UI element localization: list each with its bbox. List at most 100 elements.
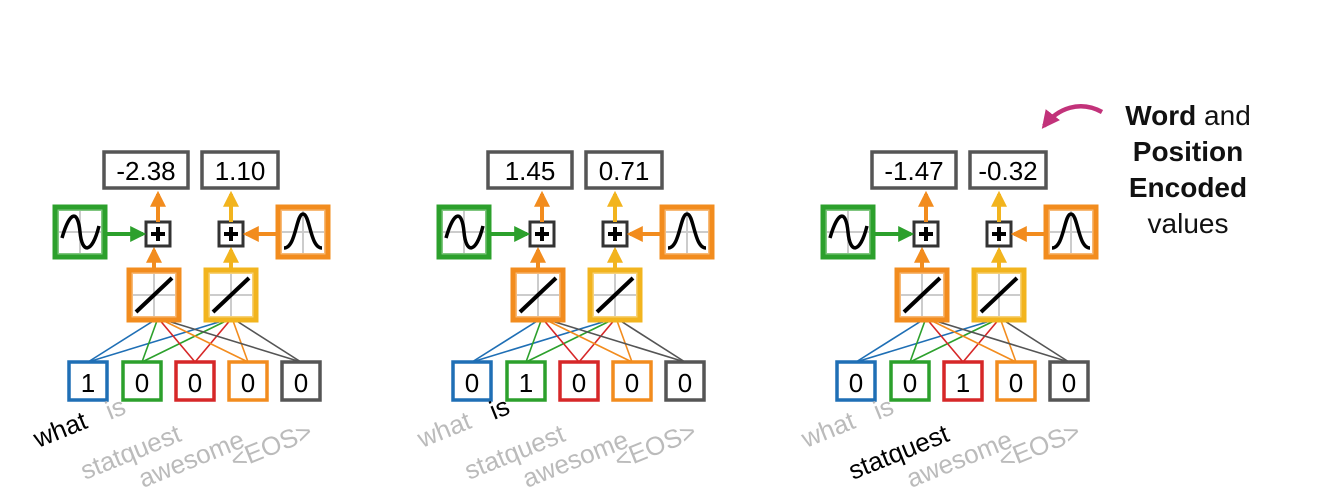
output-value: 1.45 [505, 156, 556, 186]
output-value: 0.71 [599, 156, 650, 186]
input-value: 0 [903, 368, 917, 398]
plus-icon [912, 220, 940, 248]
input-box [942, 360, 984, 402]
connection-line [157, 317, 302, 363]
note-encoded: Encoded [1128, 172, 1248, 203]
connection-line [541, 317, 686, 363]
sine-wave-icon [52, 204, 108, 260]
input-value: 1 [519, 368, 533, 398]
connection-line [615, 317, 686, 363]
connection-line [962, 317, 1001, 363]
annotation-note: Word and Position Encoded values [1098, 98, 1278, 242]
connection-line [541, 317, 580, 363]
input-value: 0 [294, 368, 308, 398]
connection-line [999, 317, 1070, 363]
input-box [121, 360, 163, 402]
sine-wave-icon [820, 204, 876, 260]
vocab-label: what [28, 405, 92, 454]
input-box [505, 360, 547, 402]
input-box [889, 360, 931, 402]
input-box [174, 360, 216, 402]
connection-line [541, 317, 633, 363]
input-value: 0 [625, 368, 639, 398]
input-value: 0 [849, 368, 863, 398]
input-box [280, 360, 322, 402]
note-values: values [1147, 208, 1229, 239]
sine-wave-icon [436, 204, 492, 260]
connection-line [157, 317, 249, 363]
connection-line [231, 317, 249, 363]
input-value: 0 [135, 368, 149, 398]
input-value: 0 [572, 368, 586, 398]
plus-icon [985, 220, 1013, 248]
plus-icon [528, 220, 556, 248]
activation-icon [126, 267, 182, 323]
connection-line [615, 317, 633, 363]
input-box [995, 360, 1037, 402]
input-box [664, 360, 706, 402]
bell-curve-icon [275, 204, 331, 260]
vocab-label: <EOS> [226, 416, 316, 476]
connection-line [578, 317, 617, 363]
input-box [1048, 360, 1090, 402]
output-value: -2.38 [116, 156, 175, 186]
connection-line [855, 317, 1001, 363]
input-value: 0 [465, 368, 479, 398]
input-value: 1 [956, 368, 970, 398]
connection-line [925, 317, 1070, 363]
bell-curve-icon [659, 204, 715, 260]
note-word: Word [1125, 100, 1197, 131]
input-box [611, 360, 653, 402]
input-value: 0 [678, 368, 692, 398]
connection-line [855, 317, 927, 363]
output-value-box [486, 150, 574, 190]
output-value: -0.32 [978, 156, 1037, 186]
output-value-box [584, 150, 664, 190]
connection-line [141, 317, 233, 363]
output-value: -1.47 [884, 156, 943, 186]
output-value-box [968, 150, 1048, 190]
input-box [227, 360, 269, 402]
plus-icon [217, 220, 245, 248]
connection-line [87, 317, 159, 363]
activation-icon [971, 267, 1027, 323]
vocab-label: what [412, 405, 476, 454]
vocab-label: <EOS> [610, 416, 700, 476]
note-position: Position [1132, 136, 1244, 167]
input-box [835, 360, 877, 402]
plus-icon [601, 220, 629, 248]
connection-line [157, 317, 196, 363]
pointer-arrow [1041, 104, 1104, 129]
input-value: 0 [188, 368, 202, 398]
connection-line [909, 317, 1001, 363]
connection-line [909, 317, 927, 363]
connection-line [471, 317, 543, 363]
connection-line [525, 317, 543, 363]
connection-line [925, 317, 1017, 363]
output-value-box [200, 150, 280, 190]
input-value: 0 [1009, 368, 1023, 398]
connection-line [141, 317, 159, 363]
vocab-label: <EOS> [994, 416, 1084, 476]
connection-line [999, 317, 1017, 363]
vocab-label: what [796, 405, 860, 454]
input-value: 0 [241, 368, 255, 398]
connection-line [194, 317, 233, 363]
output-value-box [102, 150, 190, 190]
activation-icon [203, 267, 259, 323]
activation-icon [510, 267, 566, 323]
input-value: 1 [81, 368, 95, 398]
connection-line [231, 317, 302, 363]
connection-line [925, 317, 964, 363]
input-value: 0 [1062, 368, 1076, 398]
plus-icon [144, 220, 172, 248]
note-and: and [1196, 100, 1251, 131]
output-value-box [870, 150, 958, 190]
connection-line [87, 317, 233, 363]
connection-line [525, 317, 617, 363]
input-box [67, 360, 109, 402]
